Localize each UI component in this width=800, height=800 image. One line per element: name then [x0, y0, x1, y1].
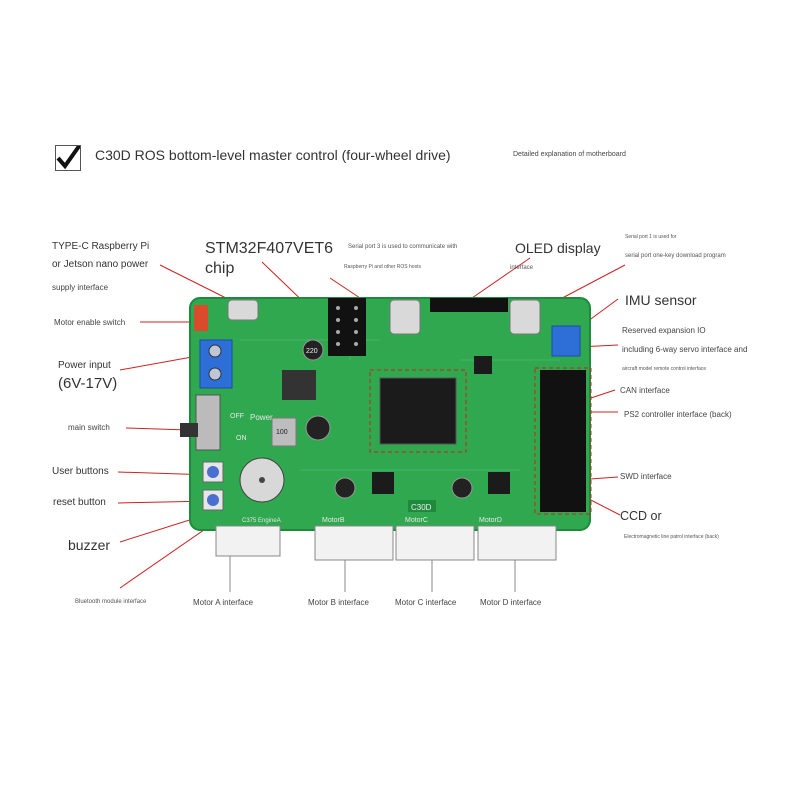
- board-marking: C30D: [411, 503, 432, 512]
- cap-label-100: 100: [276, 429, 288, 436]
- svg-text:MotorD: MotorD: [479, 517, 502, 524]
- label-reserved-line2: including 6-way servo interface and: [622, 345, 748, 354]
- label-reset-button: reset button: [53, 497, 106, 508]
- oled-header: [430, 298, 508, 312]
- label-motor-a: Motor A interface: [193, 598, 254, 607]
- label-can: CAN interface: [620, 386, 670, 395]
- motor-c-connector: [395, 525, 475, 561]
- inductor: [282, 370, 316, 400]
- label-serial3-line1: Serial port 3 is used to communicate wit…: [348, 244, 458, 250]
- label-reserved-line1: Reserved expansion IO: [622, 326, 706, 335]
- label-reserved-line3: aircraft model remote control interface: [622, 366, 707, 372]
- label-user-buttons: User buttons: [52, 466, 109, 477]
- label-swd: SWD interface: [620, 472, 672, 481]
- label-motor-enable: Motor enable switch: [54, 318, 126, 327]
- label-motor-c: Motor C interface: [395, 598, 457, 607]
- svg-text:OFF: OFF: [230, 413, 244, 420]
- label-serial1-line1: Serial port 1 is used for: [625, 234, 677, 240]
- checkbox-icon: [55, 140, 84, 171]
- motor-enable-switch: [194, 305, 208, 331]
- page-title: C30D ROS bottom-level master control (fo…: [95, 147, 451, 163]
- label-ccd: CCD or: [620, 509, 662, 523]
- label-serial1-line2: serial port one-key download program: [625, 253, 726, 259]
- label-imu: IMU sensor: [625, 292, 697, 308]
- label-typec-line3: supply interface: [52, 283, 109, 292]
- cap-label-220: 220: [306, 348, 318, 355]
- label-ps2: PS2 controller interface (back): [624, 410, 732, 419]
- imu-module: [551, 325, 581, 357]
- label-oled-interface: interface: [510, 265, 534, 271]
- label-serial3-line2: Raspberry Pi and other ROS hosts: [344, 264, 421, 270]
- expansion-header: [540, 370, 586, 512]
- svg-text:MotorB: MotorB: [322, 517, 345, 524]
- label-buzzer: buzzer: [68, 537, 111, 553]
- label-main-switch: main switch: [68, 423, 110, 432]
- motor-d-connector: [477, 525, 557, 561]
- typec-port-2: [389, 299, 421, 335]
- serial3-header: [328, 298, 366, 356]
- page-subtitle: Detailed explanation of motherboard: [513, 151, 626, 158]
- svg-text:MotorC: MotorC: [405, 517, 428, 524]
- main-switch: [195, 394, 221, 451]
- motor-a-connector: [215, 525, 281, 557]
- label-typec-line2: or Jetson nano power: [52, 259, 149, 270]
- label-chip: chip: [205, 260, 235, 277]
- label-power-range: (6V-17V): [58, 375, 118, 392]
- label-motor-b: Motor B interface: [308, 598, 369, 607]
- label-oled: OLED display: [515, 240, 601, 256]
- typec-port-3: [509, 299, 541, 335]
- stm32-chip: [379, 377, 457, 445]
- svg-text:Power: Power: [250, 413, 273, 422]
- label-motor-d: Motor D interface: [480, 598, 542, 607]
- label-bluetooth: Bluetooth module interface: [75, 599, 147, 605]
- svg-text:ON: ON: [236, 435, 247, 442]
- label-typec-line1: TYPE-C Raspberry Pi: [52, 241, 150, 252]
- label-power-input: Power input: [58, 360, 111, 371]
- motor-b-connector: [314, 525, 394, 561]
- label-stm32: STM32F407VET6: [205, 240, 334, 257]
- typec-port-1: [227, 299, 259, 321]
- label-electromagnetic: Electromagnetic line patrol interface (b…: [624, 534, 719, 540]
- svg-text:C375 EngineA: C375 EngineA: [242, 518, 281, 524]
